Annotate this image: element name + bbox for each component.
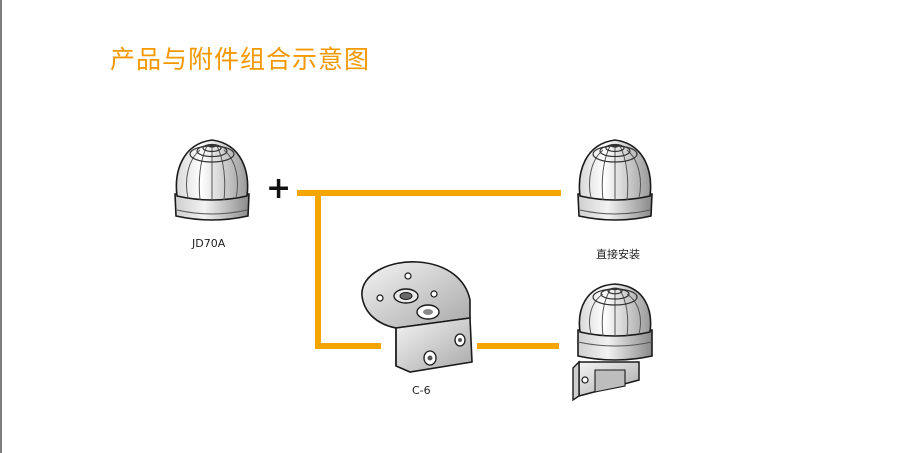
c6-bracket-image (361, 261, 473, 373)
left-border (0, 0, 2, 453)
jd70a-beacon-image (174, 139, 250, 221)
bracket-mount-beacon-image (572, 283, 653, 402)
jd70a-label: JD70A (192, 237, 226, 250)
direct-mount-beacon-image (577, 139, 653, 221)
c6-bracket-label: C-6 (412, 384, 431, 397)
plus-sign: + (266, 171, 292, 206)
direct-mount-label: 直接安装 (596, 248, 640, 261)
connector-lines (297, 190, 561, 349)
connector-vertical-line (315, 190, 381, 349)
diagram-title: 产品与附件组合示意图 (110, 45, 371, 74)
